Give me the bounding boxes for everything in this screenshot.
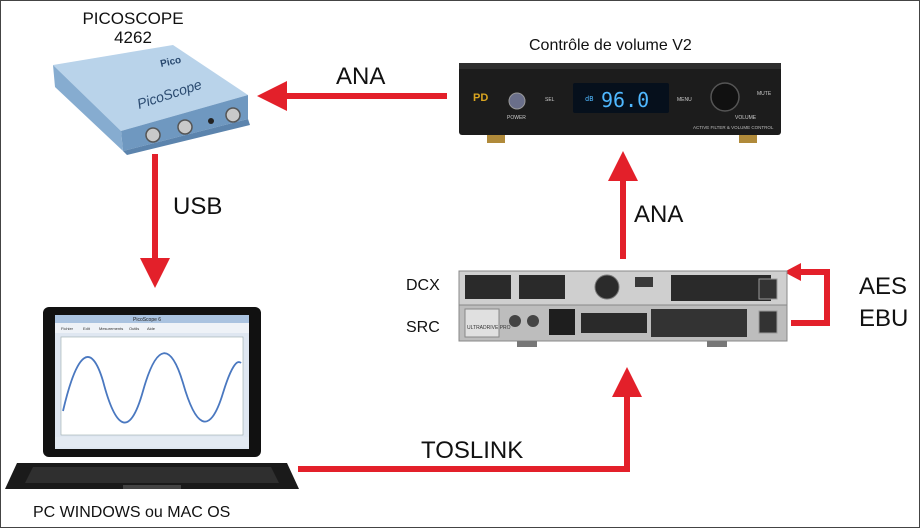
connection-label-usb: USB: [173, 193, 223, 220]
knob-label-power: POWER: [507, 115, 526, 121]
src-label: SRC: [406, 319, 440, 336]
dcx-device: ULTRADRIVE PRO: [458, 270, 788, 347]
knob-label-volume: VOLUME: [735, 115, 757, 121]
arrow-aes-ebu-loop: [791, 269, 830, 326]
arrow-toslink-head: [612, 367, 642, 397]
picoscope-title-line1: PICOSCOPE: [82, 9, 184, 28]
picoscope-title-line2: 4262: [114, 28, 152, 47]
connection-label-ana-top: ANA: [336, 63, 386, 90]
knob-label-sel: SEL: [545, 97, 555, 103]
pc-laptop: PicoScope 6 Fichier Edit Mesurements Out…: [5, 307, 299, 489]
knob-label-mute: MUTE: [757, 91, 772, 97]
connection-label-ebu: EBU: [859, 305, 909, 332]
volume-display-value: 96.0: [601, 88, 649, 112]
scope-sine-wave: [62, 352, 242, 424]
volume-plate-text: ACTIVE FILTER & VOLUME CONTROL: [693, 125, 774, 130]
pc-label: PC WINDOWS ou MAC OS: [33, 504, 231, 521]
pc-window-title: PicoScope 6: [133, 317, 161, 323]
pc-menu-item: Outils: [129, 326, 139, 331]
volume-display-unit: dB: [585, 95, 593, 103]
volume-control-title: Contrôle de volume V2: [529, 37, 692, 54]
dcx-label: DCX: [406, 277, 440, 294]
arrow-ana-top-head: [257, 81, 287, 111]
connection-label-aes: AES: [859, 273, 908, 300]
volume-control-device: PD POWER SEL dB 96.0 MENU VOLUME MUTE AC…: [459, 63, 781, 143]
power-button-icon: [508, 92, 526, 110]
knob-label-menu: MENU: [677, 97, 692, 103]
arrow-usb-head: [140, 258, 170, 288]
pc-menu-item: Aide: [147, 326, 156, 331]
volume-knob-icon: [710, 82, 740, 112]
dcx-knob-icon: [594, 274, 620, 300]
connection-label-ana-right: ANA: [634, 201, 684, 228]
picoscope-title: PICOSCOPE 4262: [59, 9, 207, 47]
arrow-aes-ebu-head: [784, 263, 801, 281]
pc-menu-item: Fichier: [61, 326, 74, 331]
picoscope-device: PicoScope Pico: [53, 45, 250, 155]
connection-label-toslink: TOSLINK: [421, 437, 524, 464]
pc-menu-item: Edit: [83, 326, 91, 331]
volume-logo: PD: [473, 92, 488, 104]
dcx-brand-plate: ULTRADRIVE PRO: [467, 325, 511, 331]
arrow-toslink: [298, 393, 630, 472]
arrow-ana-right-head: [608, 151, 638, 181]
picoscope-brand-small: Pico: [159, 55, 182, 70]
pc-menu-item: Mesurements: [99, 326, 123, 331]
